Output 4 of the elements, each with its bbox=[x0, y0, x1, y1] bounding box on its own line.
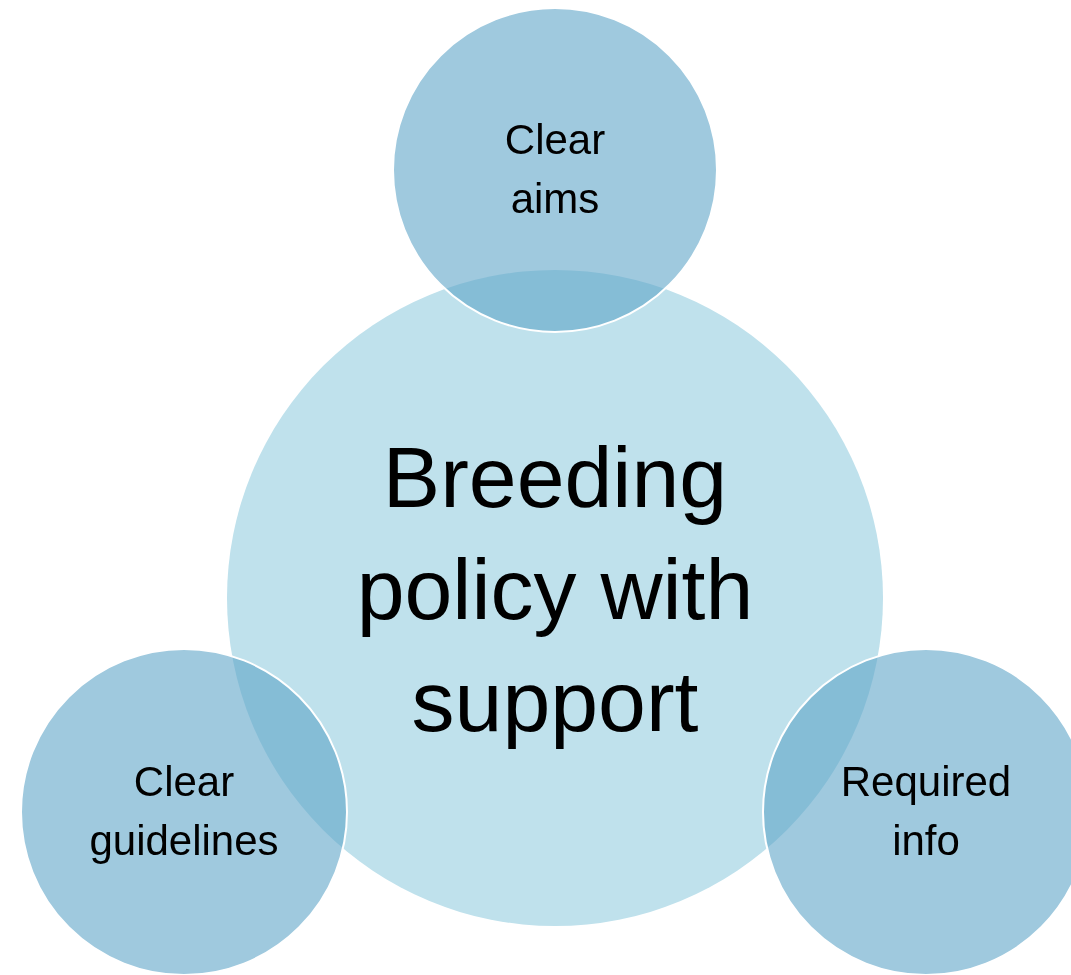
circle-label: Required info bbox=[839, 757, 1013, 866]
circle-label: Breeding policy with support bbox=[355, 428, 755, 751]
circle-label: Clear aims bbox=[503, 115, 607, 224]
circle-label: Clear guidelines bbox=[88, 757, 280, 866]
